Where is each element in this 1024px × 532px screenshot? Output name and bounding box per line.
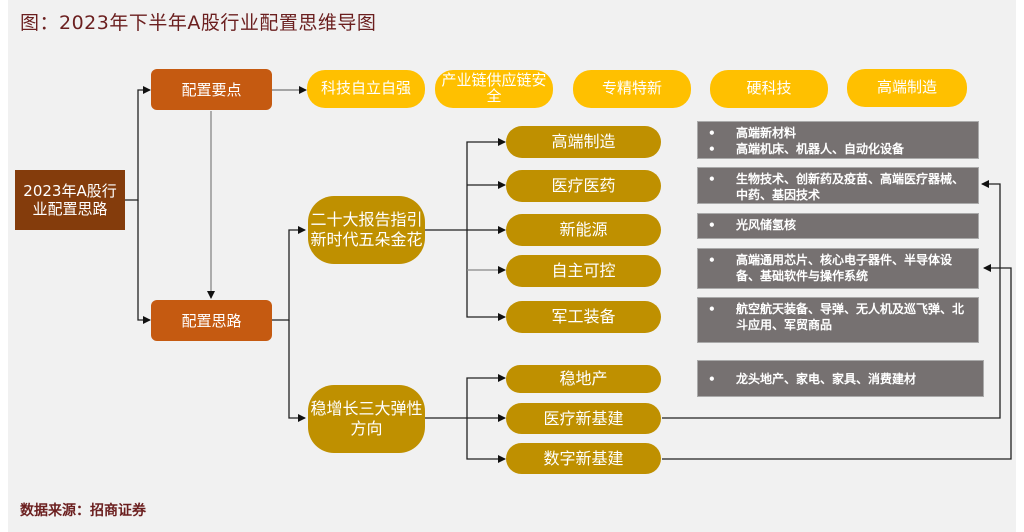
connector-root-approach: [137, 200, 151, 324]
detail-item: 龙头地产、家电、家具、消费建材: [708, 371, 975, 387]
root-node: 2023年A股行业配置思路: [15, 170, 125, 230]
sub-node: 稳地产: [506, 365, 661, 393]
sub-node: 军工装备: [506, 301, 661, 333]
detail-box: 高端新材料 高端机床、机器人、自动化设备: [697, 121, 979, 159]
connector-medical-infra-link: [662, 180, 1001, 419]
sub-node: 医疗医药: [506, 170, 661, 202]
sub-node: 高端制造: [506, 126, 661, 158]
detail-box: 龙头地产、家电、家具、消费建材: [697, 360, 984, 397]
key-point-pill: 高端制造: [847, 69, 967, 107]
key-point-pill: 专精特新: [573, 70, 691, 108]
connector-approach-branch2: [288, 320, 306, 422]
key-point-pill: 硬科技: [710, 70, 828, 108]
detail-box: 航空航天装备、导弹、无人机及巡飞弹、北斗应用、军贸商品: [697, 297, 979, 343]
detail-item: 生物技术、创新药及疫苗、高端医疗器械、中药、基因技术: [708, 171, 970, 203]
page-title: 图：2023年下半年A股行业配置思维导图: [20, 12, 377, 34]
sub-node: 自主可控: [506, 255, 661, 287]
sub-node: 数字新基建: [506, 443, 661, 474]
sub-node: 医疗新基建: [506, 403, 661, 434]
detail-item: 高端机床、机器人、自动化设备: [708, 141, 970, 157]
branch-node: 二十大报告指引新时代五朵金花: [308, 196, 425, 264]
sub-node: 新能源: [506, 214, 661, 246]
detail-item: 高端通用芯片、核心电子器件、半导体设备、基础软件与操作系统: [708, 252, 970, 284]
detail-item: 光风储氢核: [708, 217, 970, 233]
detail-item: 航空航天装备、导弹、无人机及巡飞弹、北斗应用、军贸商品: [708, 301, 970, 333]
branch-node: 稳增长三大弹性方向: [308, 385, 425, 453]
detail-box: 生物技术、创新药及疫苗、高端医疗器械、中药、基因技术: [697, 167, 979, 204]
node-key-points: 配置要点: [151, 69, 272, 110]
connector-branch2-children: [425, 374, 506, 419]
connector-root: [125, 86, 151, 201]
key-point-pill: 科技自立自强: [307, 70, 425, 108]
source-note: 数据来源：招商证券: [20, 503, 146, 519]
connector-branch1-children: [425, 138, 506, 231]
connector-approach-branches: [272, 226, 306, 321]
detail-item: 高端新材料: [708, 125, 970, 141]
key-point-pill: 产业链供应链安全: [435, 70, 553, 108]
connector-digital-infra-link: [662, 264, 1012, 460]
detail-box: 光风储氢核: [697, 213, 979, 239]
detail-box: 高端通用芯片、核心电子器件、半导体设备、基础软件与操作系统: [697, 248, 979, 289]
node-approach: 配置思路: [151, 300, 272, 341]
